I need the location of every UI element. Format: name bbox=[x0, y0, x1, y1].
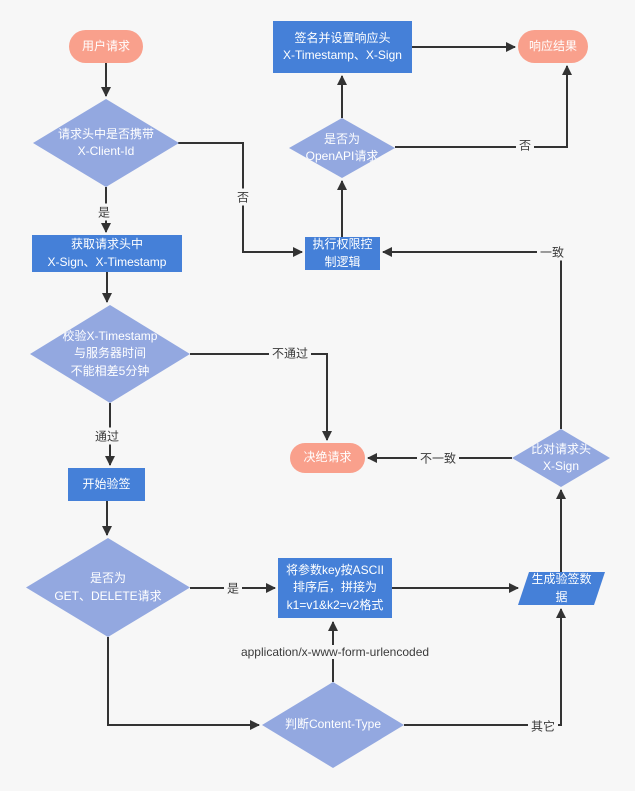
edge-is-openapi-no-to-response bbox=[395, 65, 572, 148]
edge-label-sign-match: 一致 bbox=[536, 243, 568, 261]
node-start-verify: 开始验签 bbox=[68, 468, 145, 501]
edge-label-openapi-no: 否 bbox=[515, 136, 535, 154]
edge-is-get-delete-no bbox=[107, 637, 260, 730]
edge-label-get-delete-yes: 是 bbox=[223, 579, 243, 597]
node-sign-response-header: 签名并设置响应头 X-Timestamp、X-Sign bbox=[273, 21, 412, 73]
node-get-headers: 获取请求头中 X-Sign、X-Timestamp bbox=[32, 235, 182, 272]
edge-label-content-type-form: application/x-www-form-urlencoded bbox=[237, 645, 433, 659]
edge-label-content-type-other: 其它 bbox=[527, 717, 559, 735]
edge-compare-sign-match bbox=[382, 247, 562, 429]
node-gen-sign-data: 生成验签数 据 bbox=[518, 572, 605, 605]
node-exec-permission: 执行权限控 制逻辑 bbox=[305, 237, 380, 270]
node-user-request: 用户请求 bbox=[69, 30, 143, 63]
edge-label-client-id-yes: 是 bbox=[94, 203, 114, 221]
edge-check-timestamp-fail bbox=[190, 353, 332, 441]
node-sort-params: 将参数key按ASCII 排序后，拼接为 k1=v1&k2=v2格式 bbox=[278, 558, 392, 618]
edge-content-type-other bbox=[404, 608, 566, 726]
edge-label-timestamp-fail: 不通过 bbox=[268, 344, 312, 362]
edge-label-timestamp-pass: 通过 bbox=[91, 427, 123, 445]
node-reject-request: 决绝请求 bbox=[290, 443, 365, 473]
edge-label-client-id-no: 否 bbox=[233, 188, 253, 206]
node-response-result: 响应结果 bbox=[518, 30, 588, 63]
edge-label-sign-mismatch: 不一致 bbox=[416, 449, 460, 467]
